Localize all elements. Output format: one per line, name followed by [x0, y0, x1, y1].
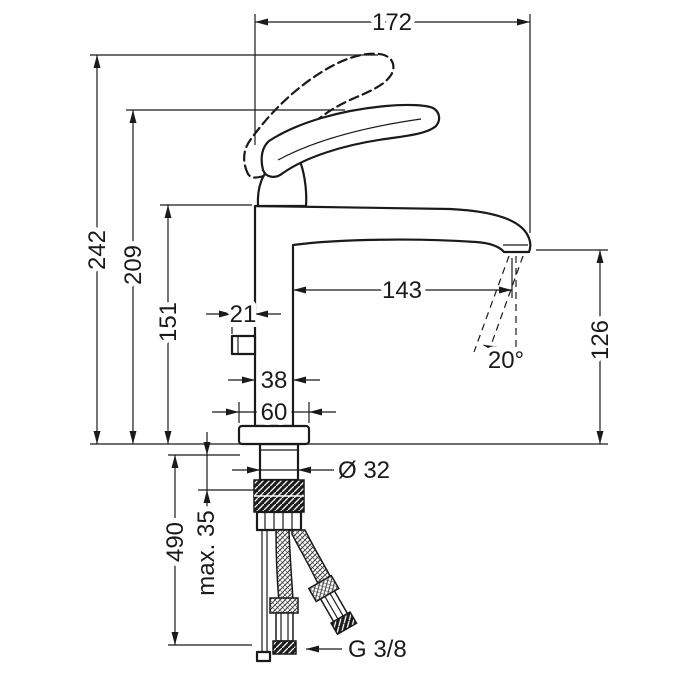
mounting-nut [255, 510, 303, 532]
water-stream [473, 255, 524, 355]
lever [260, 103, 441, 178]
copper-pipe [255, 530, 272, 663]
stream-line-right [489, 255, 524, 349]
hose-hex-nut [269, 597, 299, 614]
dimension-labels: 172 242 209 151 21 143 126 20° 38 60 Ø 3… [79, 4, 619, 668]
angle-20-label: 20° [488, 347, 524, 374]
extension-lines [90, 14, 608, 646]
spout [253, 204, 532, 428]
dim-490-label: 490 [162, 522, 189, 562]
dim-151-label: 151 [155, 302, 182, 342]
dim-143-label: 143 [382, 277, 422, 304]
dim-242-label: 242 [84, 230, 111, 270]
dim-60-label: 60 [261, 399, 288, 426]
dim-dia32-label: Ø 32 [338, 457, 390, 484]
dim-21-label: 21 [230, 301, 257, 328]
dim-38-label: 38 [261, 367, 288, 394]
side-protrusion [230, 334, 257, 356]
hose-connector-tip [272, 640, 297, 655]
dim-209-label: 209 [120, 245, 147, 285]
dim-172-label: 172 [372, 9, 412, 36]
faucet-body [230, 204, 532, 446]
hose-connector-tip [329, 610, 358, 636]
dimension-lines [93, 18, 604, 653]
supply-hose-vertical [269, 529, 299, 655]
angle-arc [483, 344, 517, 355]
stream-line-left [473, 255, 510, 353]
base-escutcheon [237, 424, 311, 446]
handle-raised-dashed [243, 52, 395, 179]
dim-126-label: 126 [587, 320, 614, 360]
dim-max35-label: max. 35 [193, 510, 220, 595]
handle-solid [256, 103, 441, 208]
supply-hose-angled [291, 529, 358, 636]
below-deck-assembly [253, 442, 358, 663]
lever-edge-line [277, 118, 422, 161]
thread-g38-label: G 3/8 [348, 636, 407, 663]
